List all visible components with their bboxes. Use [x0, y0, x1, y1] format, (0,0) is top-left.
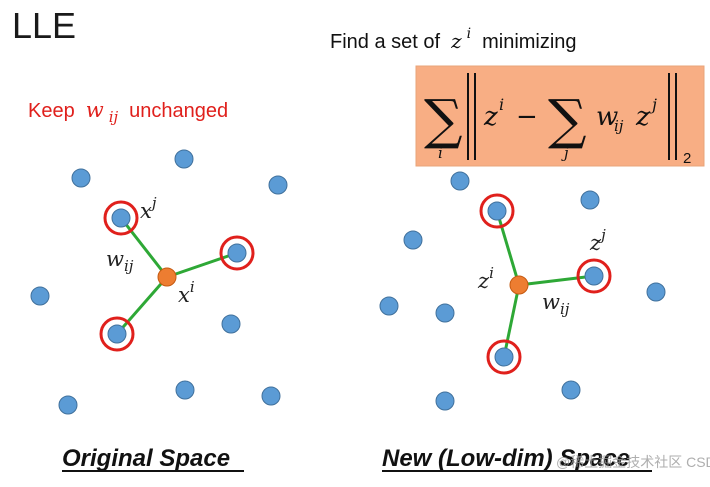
left-edges: [115, 217, 238, 335]
label-zj-sup: j: [598, 226, 606, 244]
formula-minus: −: [516, 102, 538, 132]
point: [403, 230, 423, 250]
formula-zj: z: [635, 102, 650, 132]
label-xj: xj: [140, 194, 157, 223]
edge-right-top: [495, 210, 521, 286]
sum-symbol-inner: ∑: [548, 88, 587, 151]
subtitle-sup: i: [467, 26, 471, 42]
point: [435, 391, 455, 411]
keep-end: unchanged: [129, 100, 228, 122]
right-edges: [495, 210, 595, 358]
subtitle-end: minimizing: [482, 31, 576, 53]
neighbor-ring: [103, 200, 139, 236]
point: [58, 395, 78, 415]
formula-box: ∑ i z i − ∑ j w ij z j 2: [415, 65, 705, 167]
center-point-zi: [509, 275, 529, 295]
norm-sub: 2: [683, 150, 691, 167]
label-w-base: w: [542, 290, 560, 314]
point: [379, 296, 399, 316]
label-xi: xi: [178, 278, 195, 307]
label-xi-base: x: [178, 283, 190, 307]
watermark: @稀土掘金技术社区 CSDN @uchong: [556, 454, 710, 470]
keep-var: w: [86, 98, 104, 122]
neighbor-ring: [479, 193, 515, 229]
right-neighbors: [479, 193, 612, 375]
point: [261, 386, 281, 406]
label-xj-base: x: [140, 199, 152, 223]
label-zi: zi: [477, 264, 494, 293]
point: [221, 314, 241, 334]
right-points: [379, 171, 666, 411]
label-zi-base: z: [477, 269, 490, 293]
sum-index-i: i: [438, 144, 443, 162]
neighbor-point: [494, 347, 514, 367]
label-w-sub: ij: [560, 300, 570, 318]
center-point-xi: [157, 267, 177, 287]
point: [580, 190, 600, 210]
neighbor-point: [487, 201, 507, 221]
edge-left-right: [166, 251, 238, 279]
neighbor-point: [111, 208, 131, 228]
label-xj-sup: j: [149, 194, 157, 212]
label-zj-base: z: [589, 231, 602, 255]
formula-background: [415, 65, 705, 167]
sum-symbol-outer: ∑: [424, 88, 463, 151]
slide-title: LLE: [12, 5, 76, 46]
point: [435, 303, 455, 323]
label-xi-sup: i: [190, 278, 195, 296]
neighbor-point: [227, 243, 247, 263]
label-w-sub: ij: [124, 257, 134, 275]
edge-right-right: [518, 274, 595, 287]
neighbor-ring: [99, 316, 135, 352]
neighbor-point: [107, 324, 127, 344]
point: [561, 380, 581, 400]
formula-z-sup: i: [499, 95, 504, 114]
point: [646, 282, 666, 302]
label-zi-sup: i: [489, 264, 494, 282]
edge-right-bottom: [502, 284, 521, 358]
point: [174, 149, 194, 169]
caption-original-space: Original Space: [62, 445, 230, 472]
subtitle-var: z: [450, 29, 462, 53]
point: [175, 380, 195, 400]
neighbor-ring: [576, 258, 612, 294]
subtitle-text: Find a set of: [330, 31, 441, 53]
subtitle: Find a set of z i minimizing: [330, 21, 577, 53]
label-w-base: w: [106, 247, 124, 271]
keep-text: Keep: [28, 100, 75, 122]
left-neighbors: [99, 200, 255, 352]
formula-w: w: [596, 102, 618, 132]
point: [268, 175, 288, 195]
caption-new-space: New (Low-dim) Space: [382, 445, 630, 472]
formula-z: z: [483, 102, 498, 132]
formula-zj-sup: j: [649, 95, 657, 114]
neighbor-point: [584, 266, 604, 286]
formula-w-sub: ij: [614, 117, 624, 135]
keep-sub: ij: [109, 108, 119, 126]
label-wij-left: wij: [106, 247, 134, 275]
point: [30, 286, 50, 306]
keep-note: Keep w ij unchanged: [28, 98, 228, 127]
edge-left-bottom: [115, 276, 169, 335]
label-wij-right: wij: [542, 290, 570, 318]
neighbor-ring: [219, 235, 255, 271]
neighbor-ring: [486, 339, 522, 375]
label-zj: zj: [589, 226, 606, 255]
point: [450, 171, 470, 191]
edge-left-top: [119, 217, 169, 278]
sum-index-j: j: [561, 144, 569, 162]
left-points: [30, 149, 288, 415]
point: [71, 168, 91, 188]
